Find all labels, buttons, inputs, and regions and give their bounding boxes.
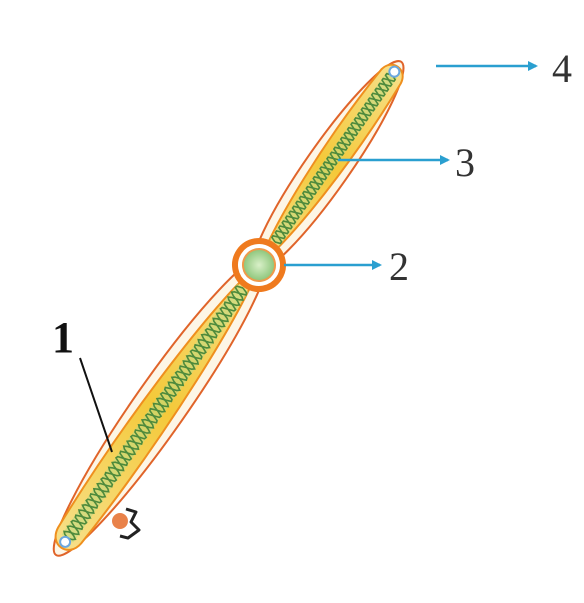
label-4: 4 <box>552 46 572 91</box>
label-2: 2 <box>389 244 409 289</box>
chromosome <box>35 47 423 570</box>
orange-marker <box>112 513 128 529</box>
chromonema-band <box>62 284 249 543</box>
label-1-leader <box>80 358 112 452</box>
lower-chromonema <box>62 284 249 543</box>
label-3: 3 <box>455 140 475 185</box>
label-1: 1 <box>52 313 74 362</box>
upper-chromonema <box>270 72 397 246</box>
